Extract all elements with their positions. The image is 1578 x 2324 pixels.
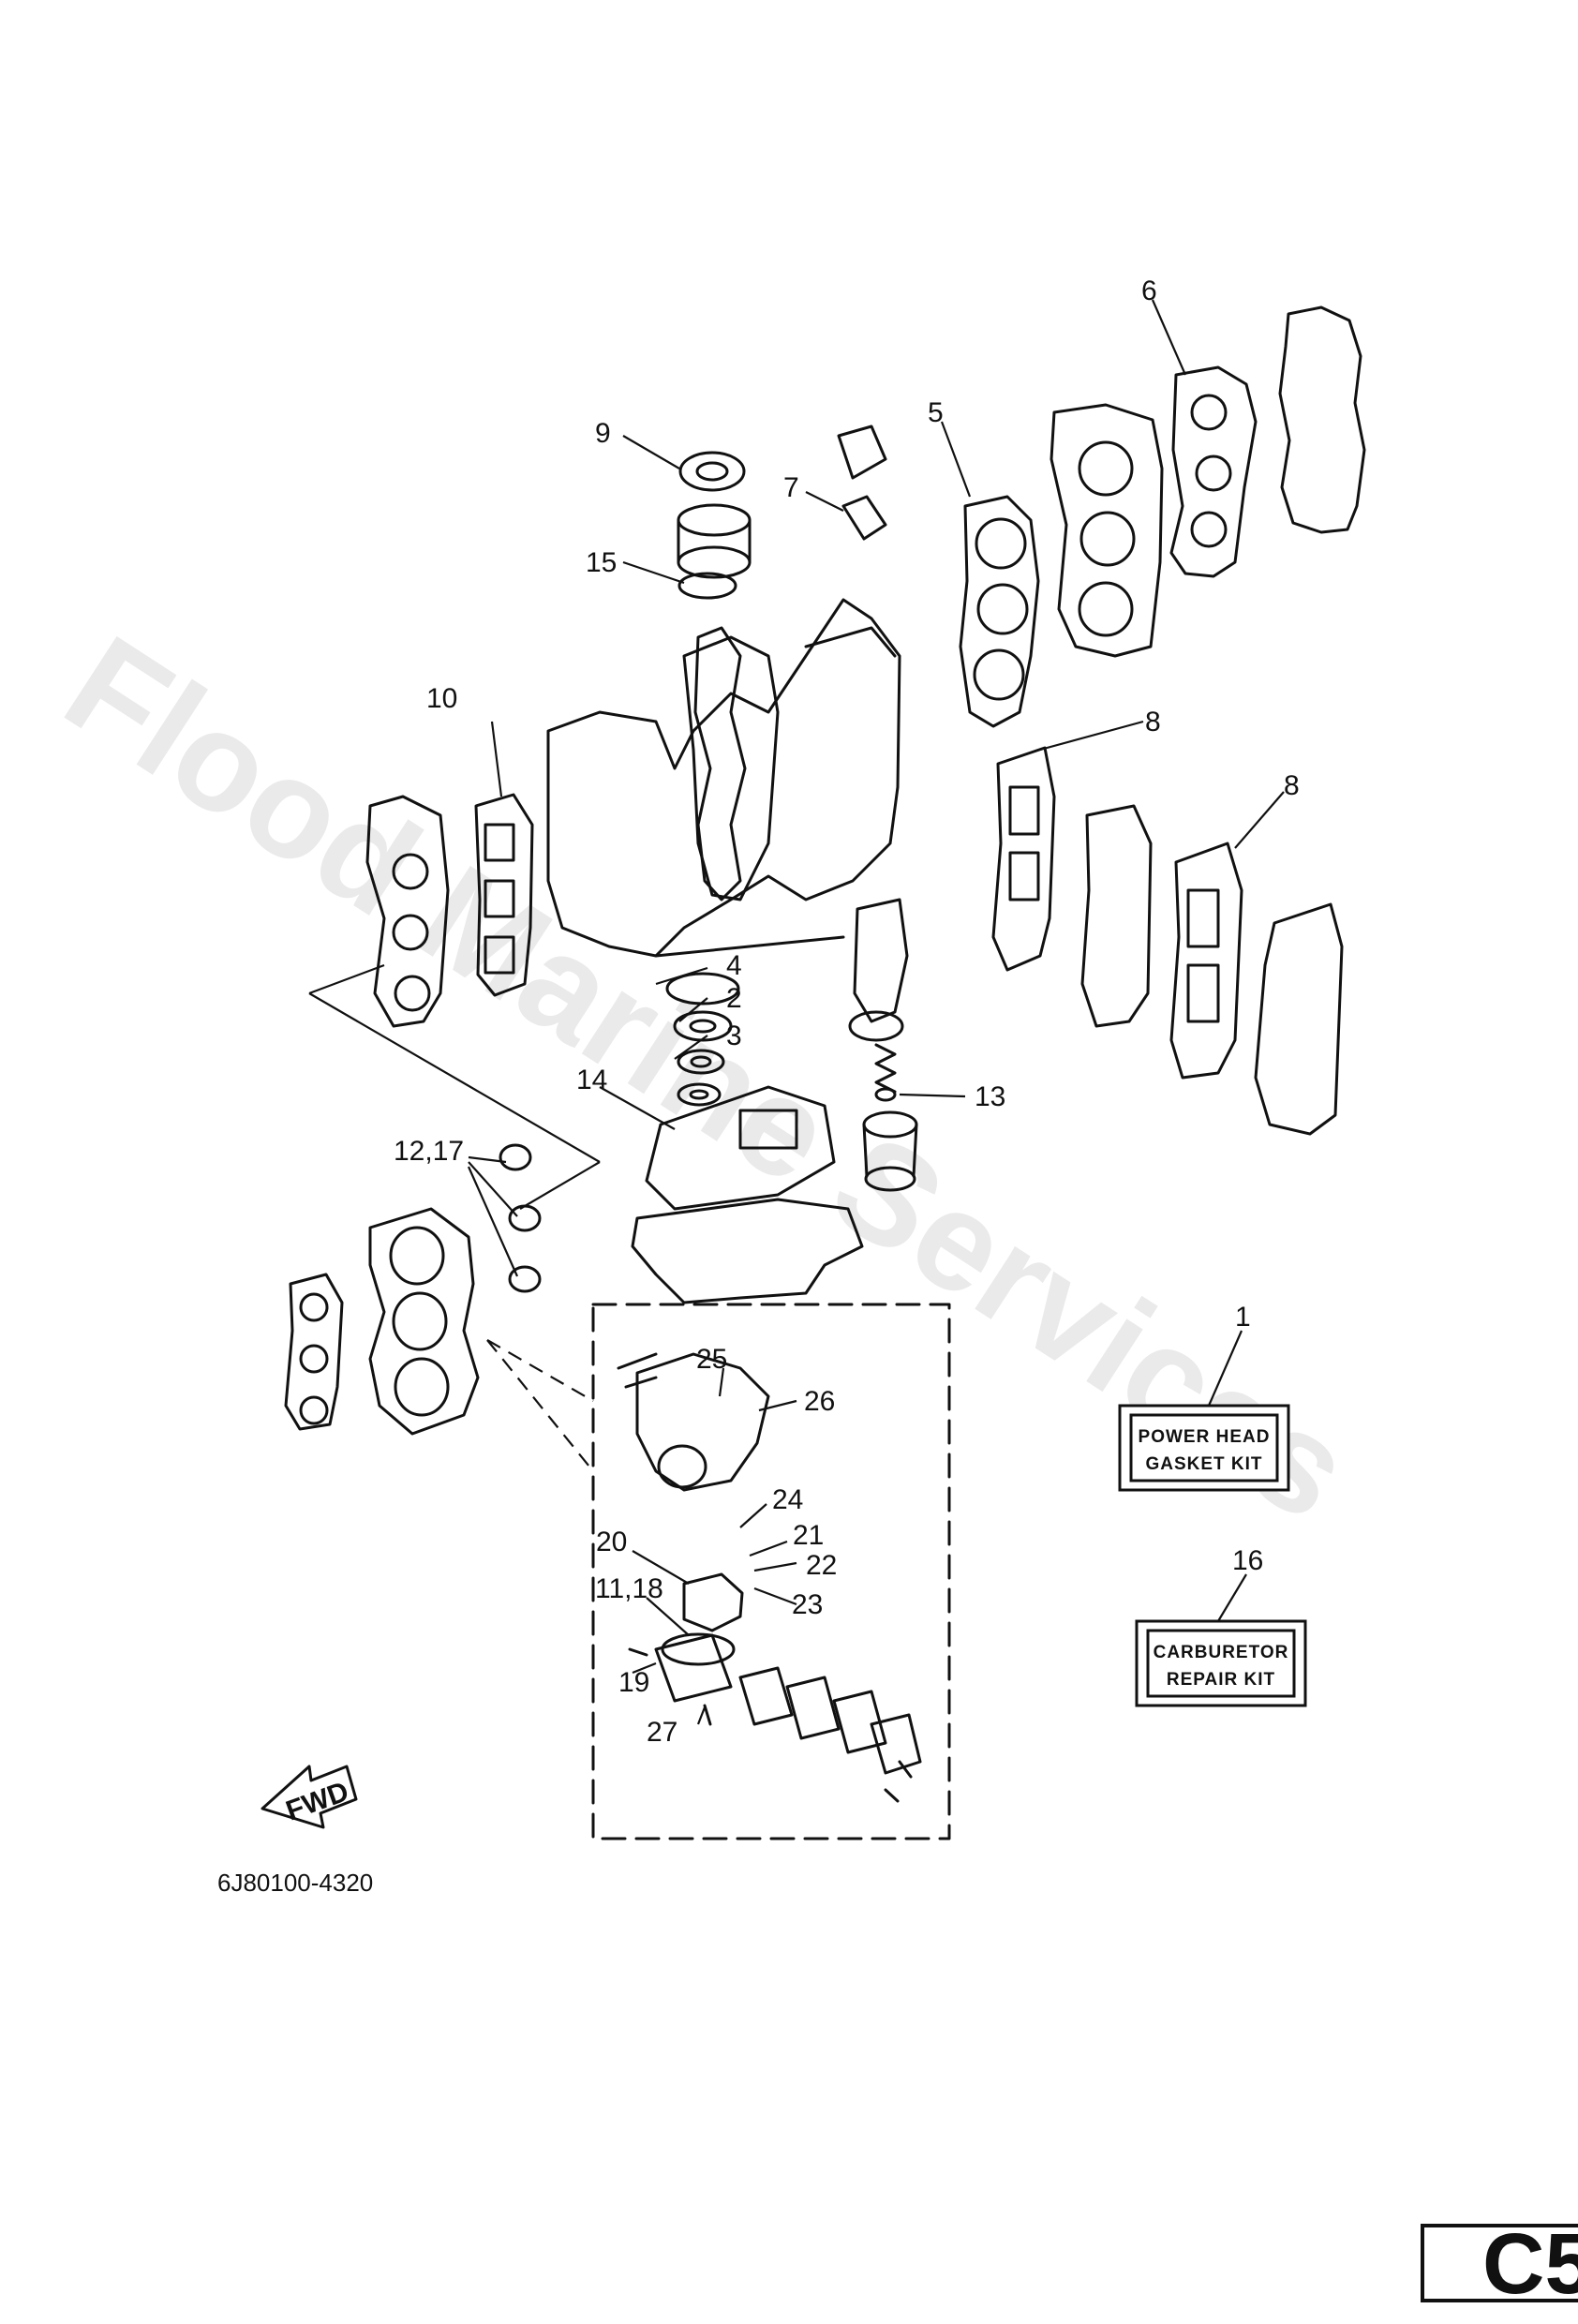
cylinder-head-gasket <box>959 495 1040 728</box>
small-gasket-top <box>841 495 887 541</box>
callout-15: 15 <box>586 547 617 578</box>
callout-12-17: 12,17 <box>394 1136 464 1167</box>
power-head-kit-box: POWER HEAD GASKET KIT <box>1118 1404 1290 1492</box>
callout-7: 7 <box>783 472 799 503</box>
callout-1: 1 <box>1235 1302 1251 1333</box>
callout-6: 6 <box>1141 276 1157 306</box>
carburetor-detail-box <box>486 1303 951 1840</box>
page-tag: C5 <box>1421 2216 1578 2312</box>
callout-25: 25 <box>696 1344 727 1375</box>
o-ring-top <box>677 572 737 600</box>
callout-24: 24 <box>772 1484 803 1515</box>
oil-seal-lower-2 <box>677 1049 725 1075</box>
callout-14: 14 <box>576 1065 607 1095</box>
callout-20: 20 <box>596 1527 627 1557</box>
base-gasket <box>645 1085 836 1211</box>
carburetor-kit-line2: REPAIR KIT <box>1167 1670 1275 1690</box>
callout-13: 13 <box>975 1081 1005 1112</box>
thermostat <box>862 1110 918 1192</box>
o-ring-thermostat <box>874 1087 897 1102</box>
callout-8a: 8 <box>1145 707 1161 737</box>
page-tag-text: C5 <box>1482 2216 1578 2312</box>
callout-4: 4 <box>726 950 742 981</box>
carburetor-kit-box: CARBURETOR REPAIR KIT <box>1135 1619 1307 1707</box>
thermostat-cover <box>848 898 909 1042</box>
transfer-cover-gasket-right <box>1169 842 1243 1080</box>
intake-manifold-gasket <box>474 793 534 997</box>
intake-manifold <box>365 795 450 1028</box>
oil-seal-top <box>678 451 746 492</box>
callout-5: 5 <box>928 397 944 428</box>
cover-plate-top <box>837 425 887 480</box>
callout-23: 23 <box>792 1589 823 1620</box>
power-head-kit-line2: GASKET KIT <box>1145 1454 1262 1474</box>
leader-lines <box>308 299 1285 1725</box>
callout-26: 26 <box>804 1386 835 1417</box>
inner-exhaust-cover <box>1050 403 1164 658</box>
fwd-arrow-label: FWD <box>282 1776 352 1826</box>
reed-valve-plates <box>654 1633 922 1775</box>
thermostat-spring <box>874 1043 897 1094</box>
carb-flange-gasket <box>284 1273 344 1431</box>
callout-8b: 8 <box>1284 770 1300 801</box>
oil-seal-lower-3 <box>677 1082 722 1107</box>
transfer-cover-left <box>1080 804 1153 1028</box>
carburetor-kit-line1: CARBURETOR <box>1154 1643 1289 1662</box>
hose-clamps <box>499 1143 542 1293</box>
callout-11-18: 11,18 <box>595 1573 663 1604</box>
callout-3: 3 <box>726 1020 742 1051</box>
callout-2: 2 <box>726 983 742 1014</box>
oil-pan <box>631 1198 864 1304</box>
transfer-cover-gasket-left <box>991 746 1056 972</box>
transfer-cover-right <box>1254 902 1344 1136</box>
float-bowl <box>682 1572 744 1632</box>
callout-22: 22 <box>806 1550 837 1581</box>
float-gasket <box>661 1632 736 1666</box>
callout-numbers: 1 16 2 3 4 5 6 7 8 8 9 10 11,18 12,17 13… <box>394 276 1300 1748</box>
callout-19: 19 <box>618 1667 649 1698</box>
cylinder-block <box>546 598 901 958</box>
callout-10: 10 <box>426 683 457 714</box>
callout-27: 27 <box>647 1717 677 1748</box>
carburetor-body <box>617 1352 770 1492</box>
screws <box>628 1647 913 1803</box>
carburetor-bank <box>368 1207 480 1436</box>
forward-direction-arrow: FWD <box>261 1765 358 1829</box>
crankshaft <box>693 626 747 901</box>
callout-9: 9 <box>595 418 611 449</box>
exhaust-outer-cover <box>1278 305 1366 534</box>
oil-seal-lower <box>673 1010 733 1042</box>
exhaust-cover-gasket <box>1169 365 1258 578</box>
callout-21: 21 <box>793 1520 824 1551</box>
o-ring-lower <box>665 972 740 1006</box>
part-code: 6J80100-4320 <box>217 1869 373 1897</box>
callout-16: 16 <box>1232 1545 1263 1576</box>
power-head-kit-line1: POWER HEAD <box>1139 1427 1271 1447</box>
bearing-top <box>677 503 752 579</box>
